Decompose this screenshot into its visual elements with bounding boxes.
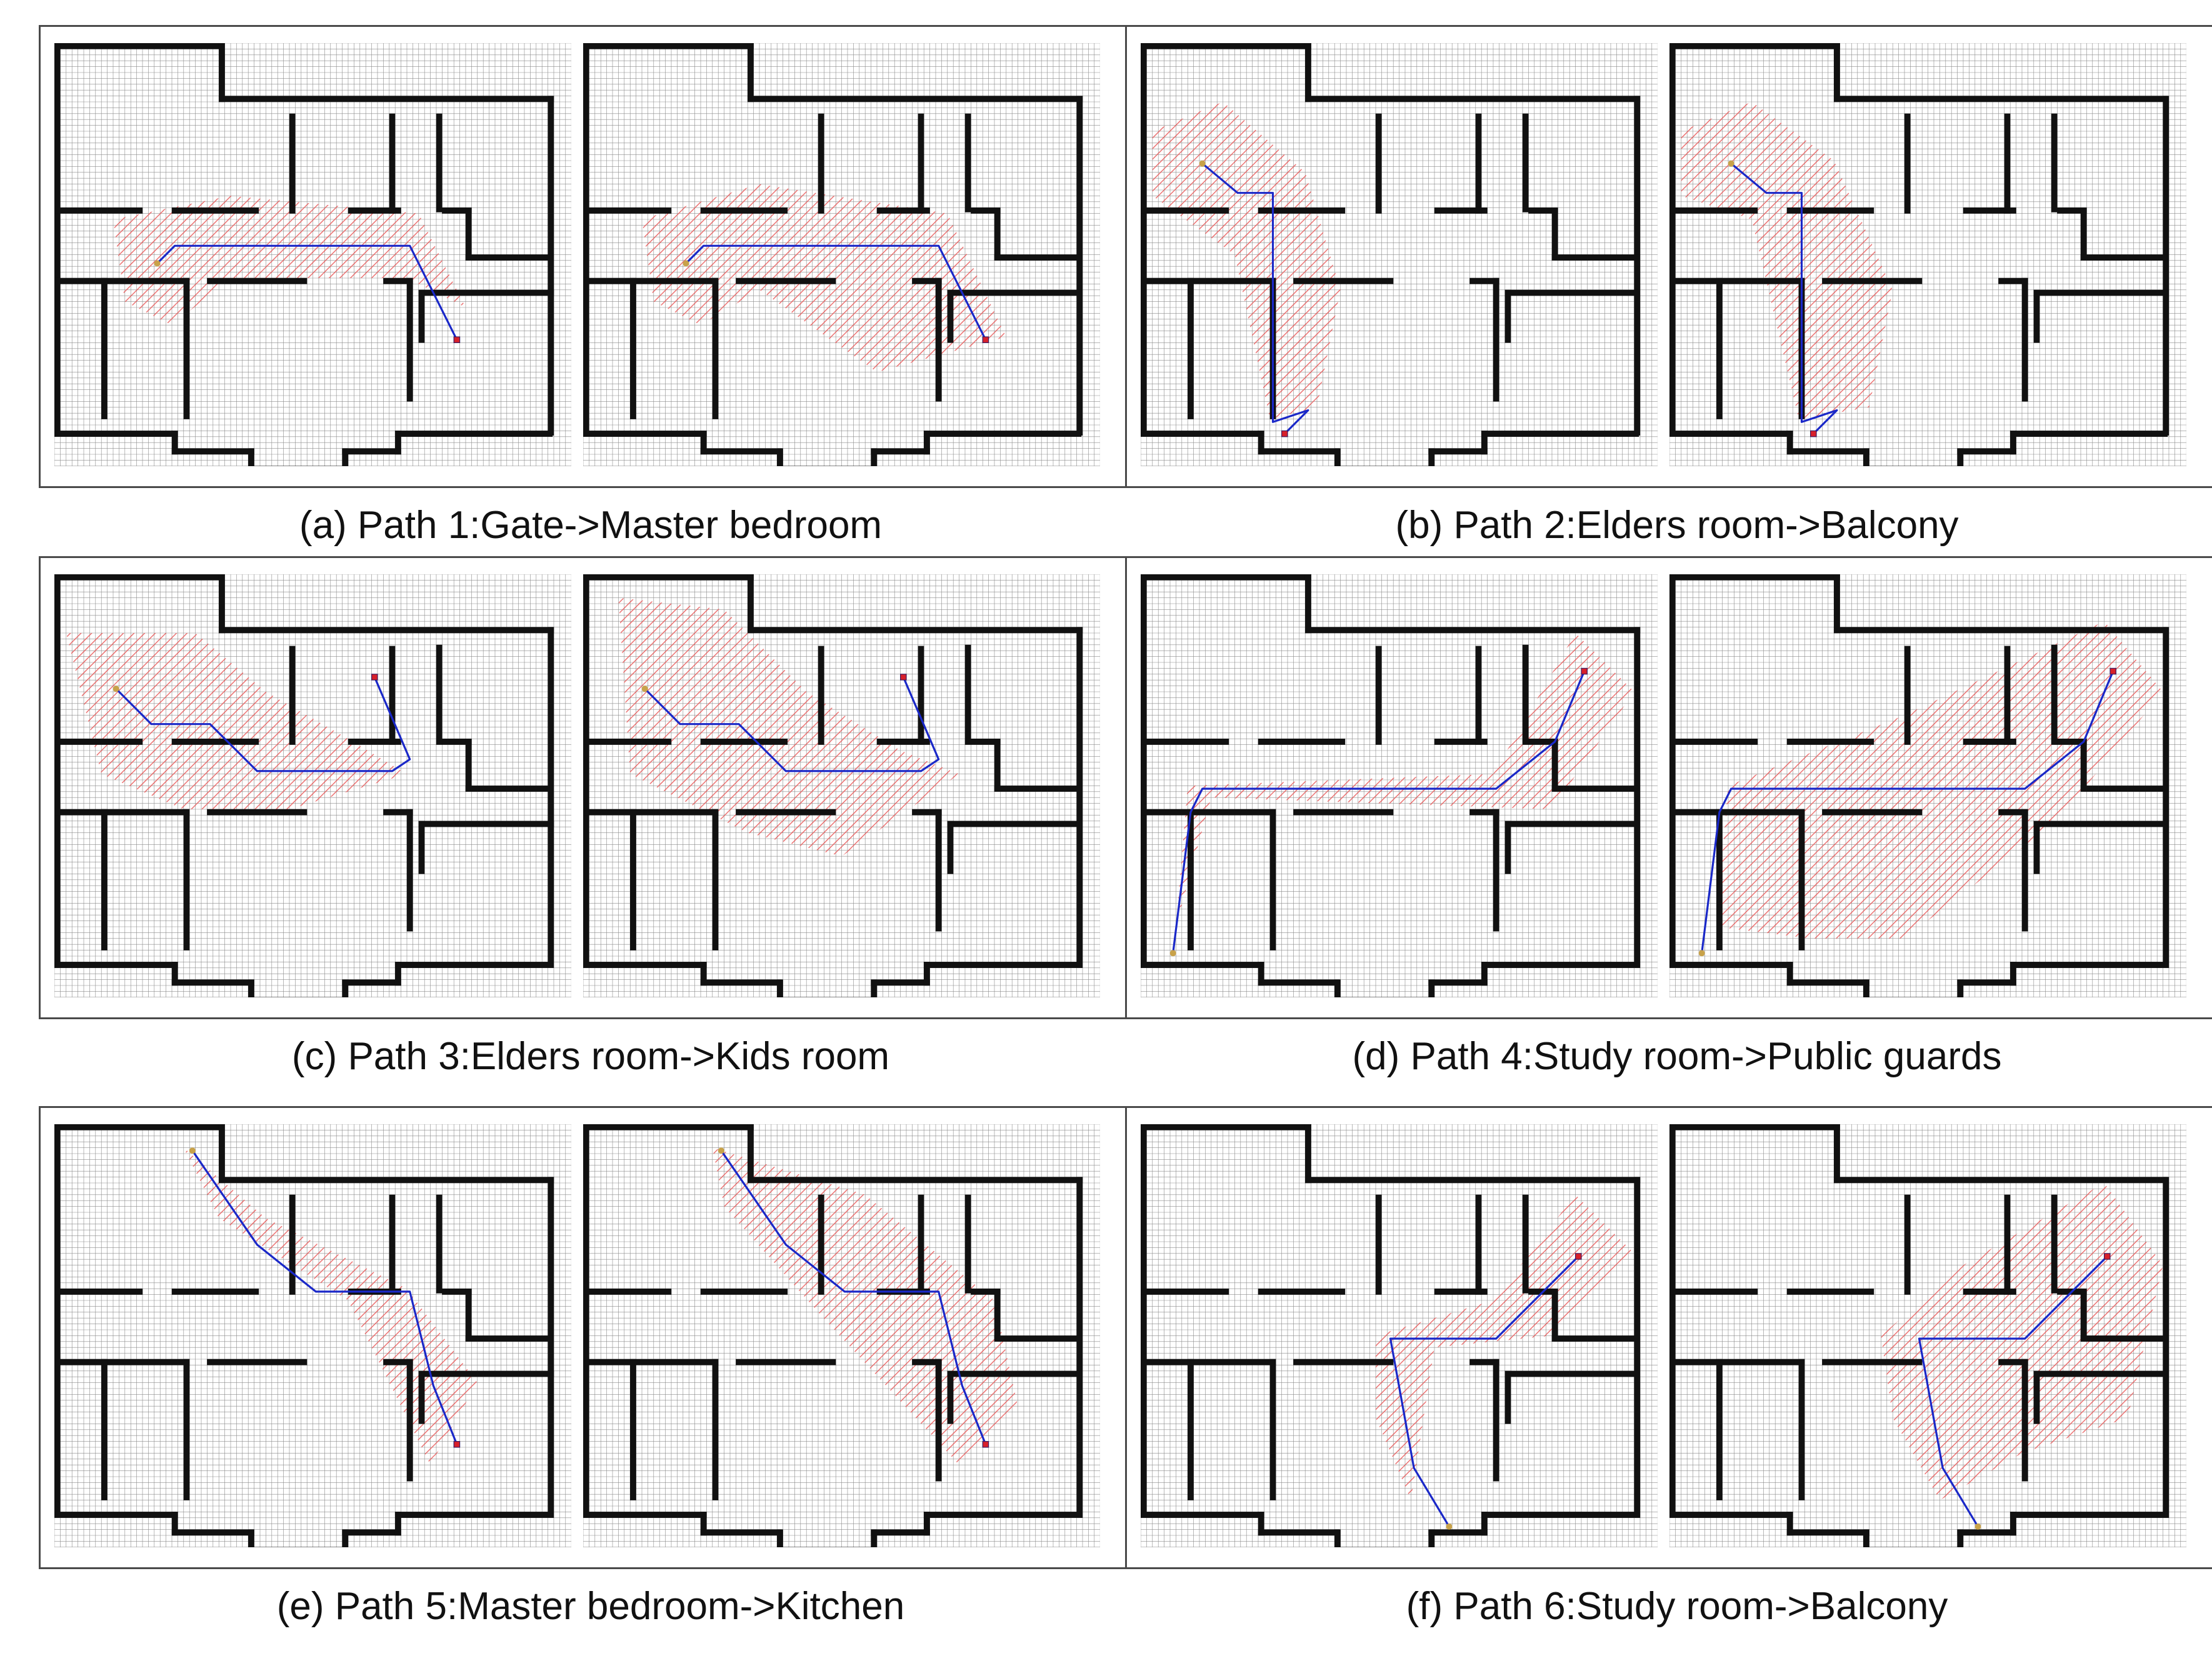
explored-region — [1881, 1183, 2163, 1500]
walls — [1141, 574, 1641, 997]
start-marker — [154, 260, 161, 267]
floorplan-svg — [1141, 574, 1658, 997]
explored-region — [618, 597, 959, 857]
start-marker — [1728, 160, 1734, 167]
start-marker — [641, 686, 648, 692]
goal-marker — [899, 674, 907, 681]
planned-path — [685, 244, 987, 341]
explored-region — [1176, 633, 1634, 927]
explored-region — [1681, 102, 1893, 419]
panel-caption: (f) Path 6:Study room->Balcony — [1406, 1585, 1948, 1628]
walls — [1669, 574, 2169, 997]
explored-region — [113, 196, 466, 326]
start-marker — [718, 1147, 724, 1154]
floorplan-svg — [1669, 574, 2187, 997]
start-marker — [1199, 160, 1206, 167]
floorplan-map-right — [583, 574, 1103, 1005]
planned-path — [1918, 1255, 2108, 1527]
planned-path — [1730, 162, 1838, 435]
floorplan-map-right — [1669, 1124, 2189, 1555]
planned-path — [1701, 671, 2114, 954]
planned-path — [191, 1150, 458, 1445]
goal-marker — [371, 674, 378, 681]
goal-marker — [453, 1440, 461, 1448]
planned-path — [1172, 671, 1586, 954]
goal-marker — [982, 336, 989, 343]
goal-marker — [1581, 667, 1588, 675]
goal-marker — [2103, 1253, 2111, 1260]
walls — [583, 1124, 1083, 1547]
goal-marker — [2109, 667, 2116, 675]
planned-path — [156, 244, 458, 341]
grid-lines — [1669, 43, 2187, 466]
goal-marker — [453, 336, 461, 343]
panel-frame — [1125, 556, 2212, 1019]
walls — [1669, 1124, 2169, 1547]
explored-region — [1375, 1194, 1634, 1500]
floorplan-svg — [1669, 43, 2187, 466]
floorplan-map-right — [583, 43, 1103, 474]
floorplan-map-left — [1141, 574, 1661, 1005]
start-marker — [1169, 950, 1176, 957]
floorplan-map-right — [1669, 574, 2189, 1005]
explored-region — [183, 1147, 478, 1465]
floorplan-svg — [54, 1124, 572, 1547]
floorplan-map-left — [1141, 43, 1661, 474]
floorplan-map-left — [54, 43, 574, 474]
start-marker — [1446, 1523, 1453, 1530]
panel-caption: (e) Path 5:Master bedroom->Kitchen — [276, 1585, 905, 1628]
floorplan-svg — [583, 574, 1101, 997]
start-marker — [1974, 1523, 1981, 1530]
walls — [1669, 43, 2169, 466]
panel-caption: (d) Path 4:Study room->Public guards — [1352, 1035, 2002, 1078]
floorplan-svg — [1141, 1124, 1658, 1547]
floorplan-svg — [1669, 1124, 2187, 1547]
floorplan-svg — [583, 1124, 1101, 1547]
explored-region — [66, 633, 407, 809]
floorplan-svg — [54, 43, 572, 466]
floorplan-map-left — [1141, 1124, 1661, 1555]
planned-path — [115, 676, 411, 772]
panel-frame — [39, 1106, 1143, 1569]
explored-region — [1152, 102, 1341, 419]
walls — [583, 43, 1083, 466]
planned-path — [644, 676, 940, 772]
panel-caption: (a) Path 1:Gate->Master bedroom — [299, 504, 883, 547]
floorplan-svg — [1141, 43, 1658, 466]
floorplan-map-left — [54, 574, 574, 1005]
planned-path — [1389, 1255, 1579, 1527]
walls — [583, 574, 1083, 997]
goal-marker — [1574, 1253, 1582, 1260]
walls — [54, 1124, 554, 1547]
floorplan-map-left — [54, 1124, 574, 1555]
start-marker — [113, 686, 119, 692]
panel-caption: (c) Path 3:Elders room->Kids room — [291, 1035, 890, 1078]
floorplan-svg — [583, 43, 1101, 466]
planned-path — [1201, 162, 1309, 435]
panel-caption: (b) Path 2:Elders room->Balcony — [1395, 504, 1959, 547]
floorplan-map-right — [1669, 43, 2189, 474]
panel-frame — [1125, 1106, 2212, 1569]
goal-marker — [1281, 430, 1288, 437]
planned-path — [720, 1150, 987, 1445]
panel-frame — [39, 556, 1143, 1019]
floorplan-svg — [54, 574, 572, 997]
panel-frame — [1125, 25, 2212, 488]
start-marker — [189, 1147, 196, 1154]
start-marker — [1698, 950, 1705, 957]
walls — [54, 43, 554, 466]
goal-marker — [1809, 430, 1817, 437]
panel-frame — [39, 25, 1143, 488]
start-marker — [683, 260, 689, 267]
floorplan-map-right — [583, 1124, 1103, 1555]
grid-lines — [54, 1124, 572, 1547]
goal-marker — [982, 1440, 989, 1448]
walls — [54, 574, 554, 997]
